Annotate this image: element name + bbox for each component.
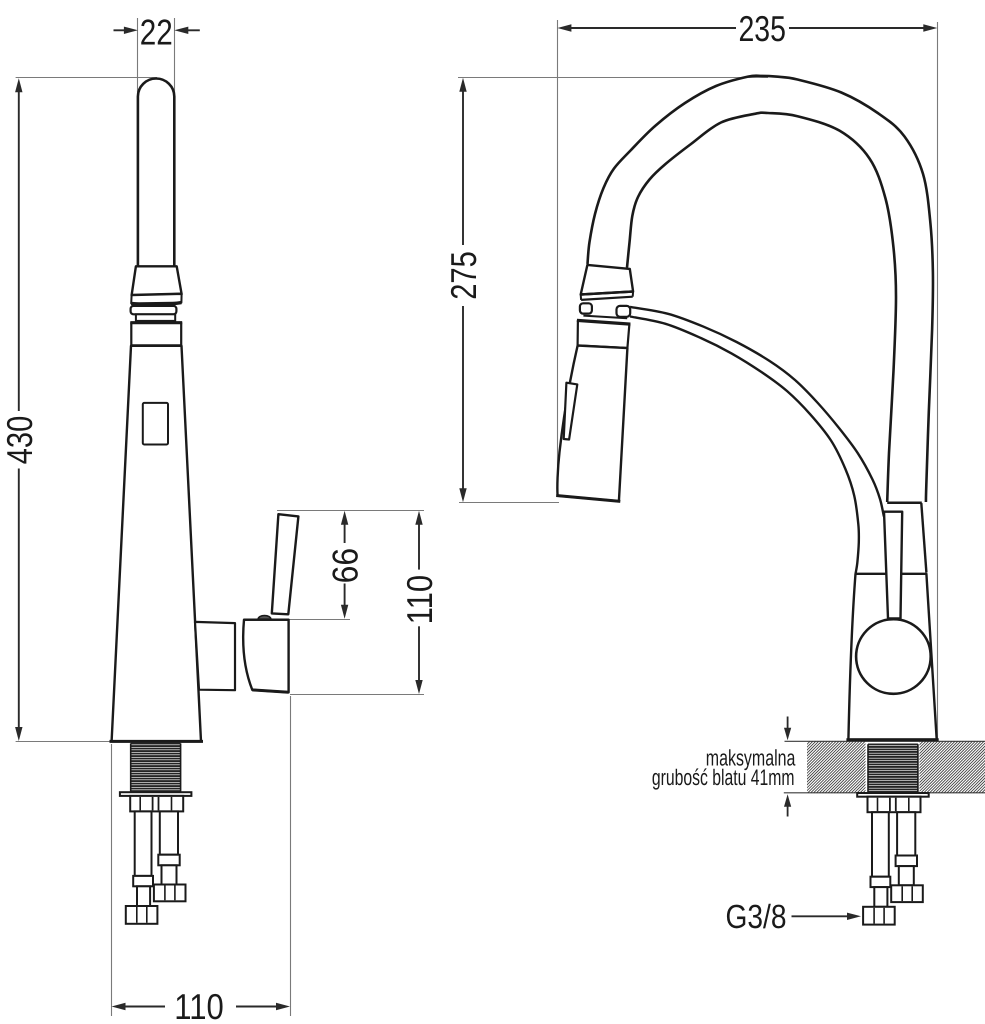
svg-text:235: 235 <box>738 8 786 49</box>
svg-text:110: 110 <box>174 986 224 1024</box>
svg-text:maksymalna: maksymalna <box>706 746 796 771</box>
svg-text:22: 22 <box>140 11 173 52</box>
svg-text:G3/8: G3/8 <box>726 899 787 936</box>
svg-text:430: 430 <box>0 416 40 465</box>
svg-text:66: 66 <box>325 548 366 584</box>
svg-text:110: 110 <box>399 575 440 625</box>
svg-text:grubość blatu 41mm: grubość blatu 41mm <box>652 765 795 790</box>
svg-text:275: 275 <box>443 251 484 300</box>
